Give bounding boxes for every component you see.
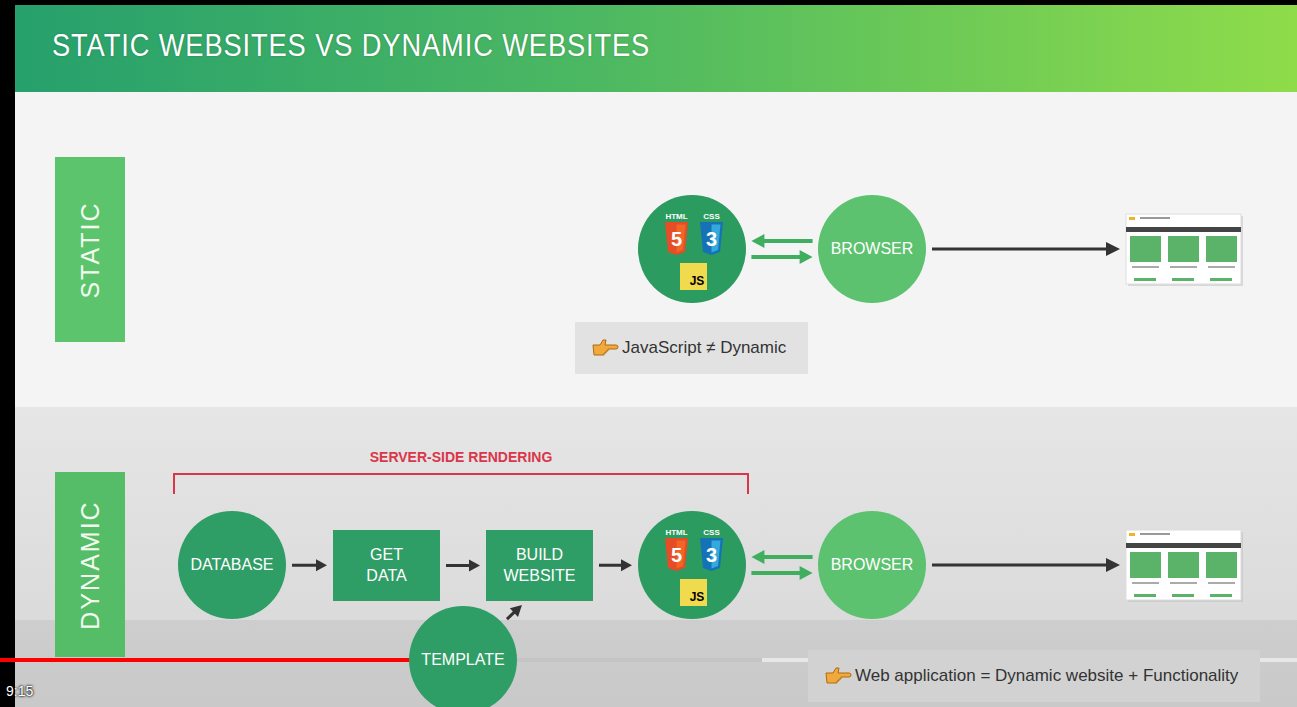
template-circle: TEMPLATE <box>409 606 517 707</box>
section-label: SERVER-SIDE RENDERING <box>370 450 553 464</box>
icon-caption: HTML <box>665 529 687 537</box>
website-thumbnail <box>1126 214 1243 286</box>
arrow-line <box>751 255 801 259</box>
flow-arrow <box>751 234 812 248</box>
flow-arrow <box>751 250 812 264</box>
note-text: JavaScript ≠ Dynamic <box>622 338 786 358</box>
icon-glyph: JS <box>690 275 705 287</box>
arrow-line <box>446 564 471 567</box>
node-label: BROWSER <box>831 555 914 574</box>
icon-glyph: 5 <box>671 545 682 565</box>
process-box: BUILD WEBSITE <box>486 530 593 601</box>
arrow-line <box>762 239 812 243</box>
files-circle: HTML 5 CSS 3JS <box>638 511 746 619</box>
arrow-head <box>621 559 632 571</box>
process-box: GET DATA <box>333 530 440 601</box>
arrow-line <box>751 571 801 575</box>
icon-caption: CSS <box>703 529 719 537</box>
arrow-line <box>292 564 318 567</box>
node-label: TEMPLATE <box>421 650 504 669</box>
icon-glyph: JS <box>690 591 705 603</box>
icon-glyph: 3 <box>706 545 717 565</box>
server-side-bracket <box>174 474 748 494</box>
section-band: STATIC <box>55 157 125 342</box>
node-label: GET DATA <box>350 545 424 587</box>
node-label: DATABASE <box>191 555 274 574</box>
arrow-head <box>751 550 764 564</box>
arrow-head <box>800 566 813 580</box>
arrow-head <box>510 605 522 617</box>
arrow-head <box>800 250 813 264</box>
flow-arrow <box>751 550 812 564</box>
band-label: DYNAMIC <box>78 500 103 629</box>
slide-title: STATIC WEBSITES VS DYNAMIC WEBSITES <box>52 28 650 64</box>
flow-arrow <box>446 560 480 572</box>
icon-glyph: 5 <box>671 229 682 249</box>
pointing-hand-icon <box>591 338 619 358</box>
icon-caption: HTML <box>665 213 687 221</box>
arrow-line <box>762 555 812 559</box>
note-text: Web application = Dynamic website + Func… <box>855 666 1238 686</box>
flow-arrow <box>599 559 632 571</box>
icon-caption: CSS <box>703 213 719 221</box>
node-label: BUILD WEBSITE <box>503 545 577 587</box>
icon-glyph: 3 <box>706 229 717 249</box>
database-circle: DATABASE <box>178 511 286 619</box>
flow-arrow <box>507 605 522 619</box>
flow-arrow <box>751 566 812 580</box>
files-circle: HTML 5 CSS 3JS <box>638 195 746 303</box>
arrow-line <box>599 564 623 567</box>
arrow-to-website <box>932 242 1120 572</box>
arrow-head <box>469 560 480 572</box>
node-label: BROWSER <box>831 239 914 258</box>
browser-circle: BROWSER <box>818 195 926 303</box>
band-label: STATIC <box>78 201 103 298</box>
video-shade <box>0 620 1297 707</box>
browser-circle: BROWSER <box>818 511 926 619</box>
arrow-head <box>751 234 764 248</box>
website-thumbnail <box>1126 530 1243 602</box>
arrow-head <box>316 559 327 571</box>
note-box: Web application = Dynamic website + Func… <box>808 650 1260 702</box>
pointing-hand-icon <box>824 666 852 686</box>
section-band: DYNAMIC <box>55 472 125 657</box>
flow-arrow <box>292 559 327 571</box>
note-box: JavaScript ≠ Dynamic <box>575 322 808 374</box>
video-timestamp: 9:15 <box>6 684 33 698</box>
